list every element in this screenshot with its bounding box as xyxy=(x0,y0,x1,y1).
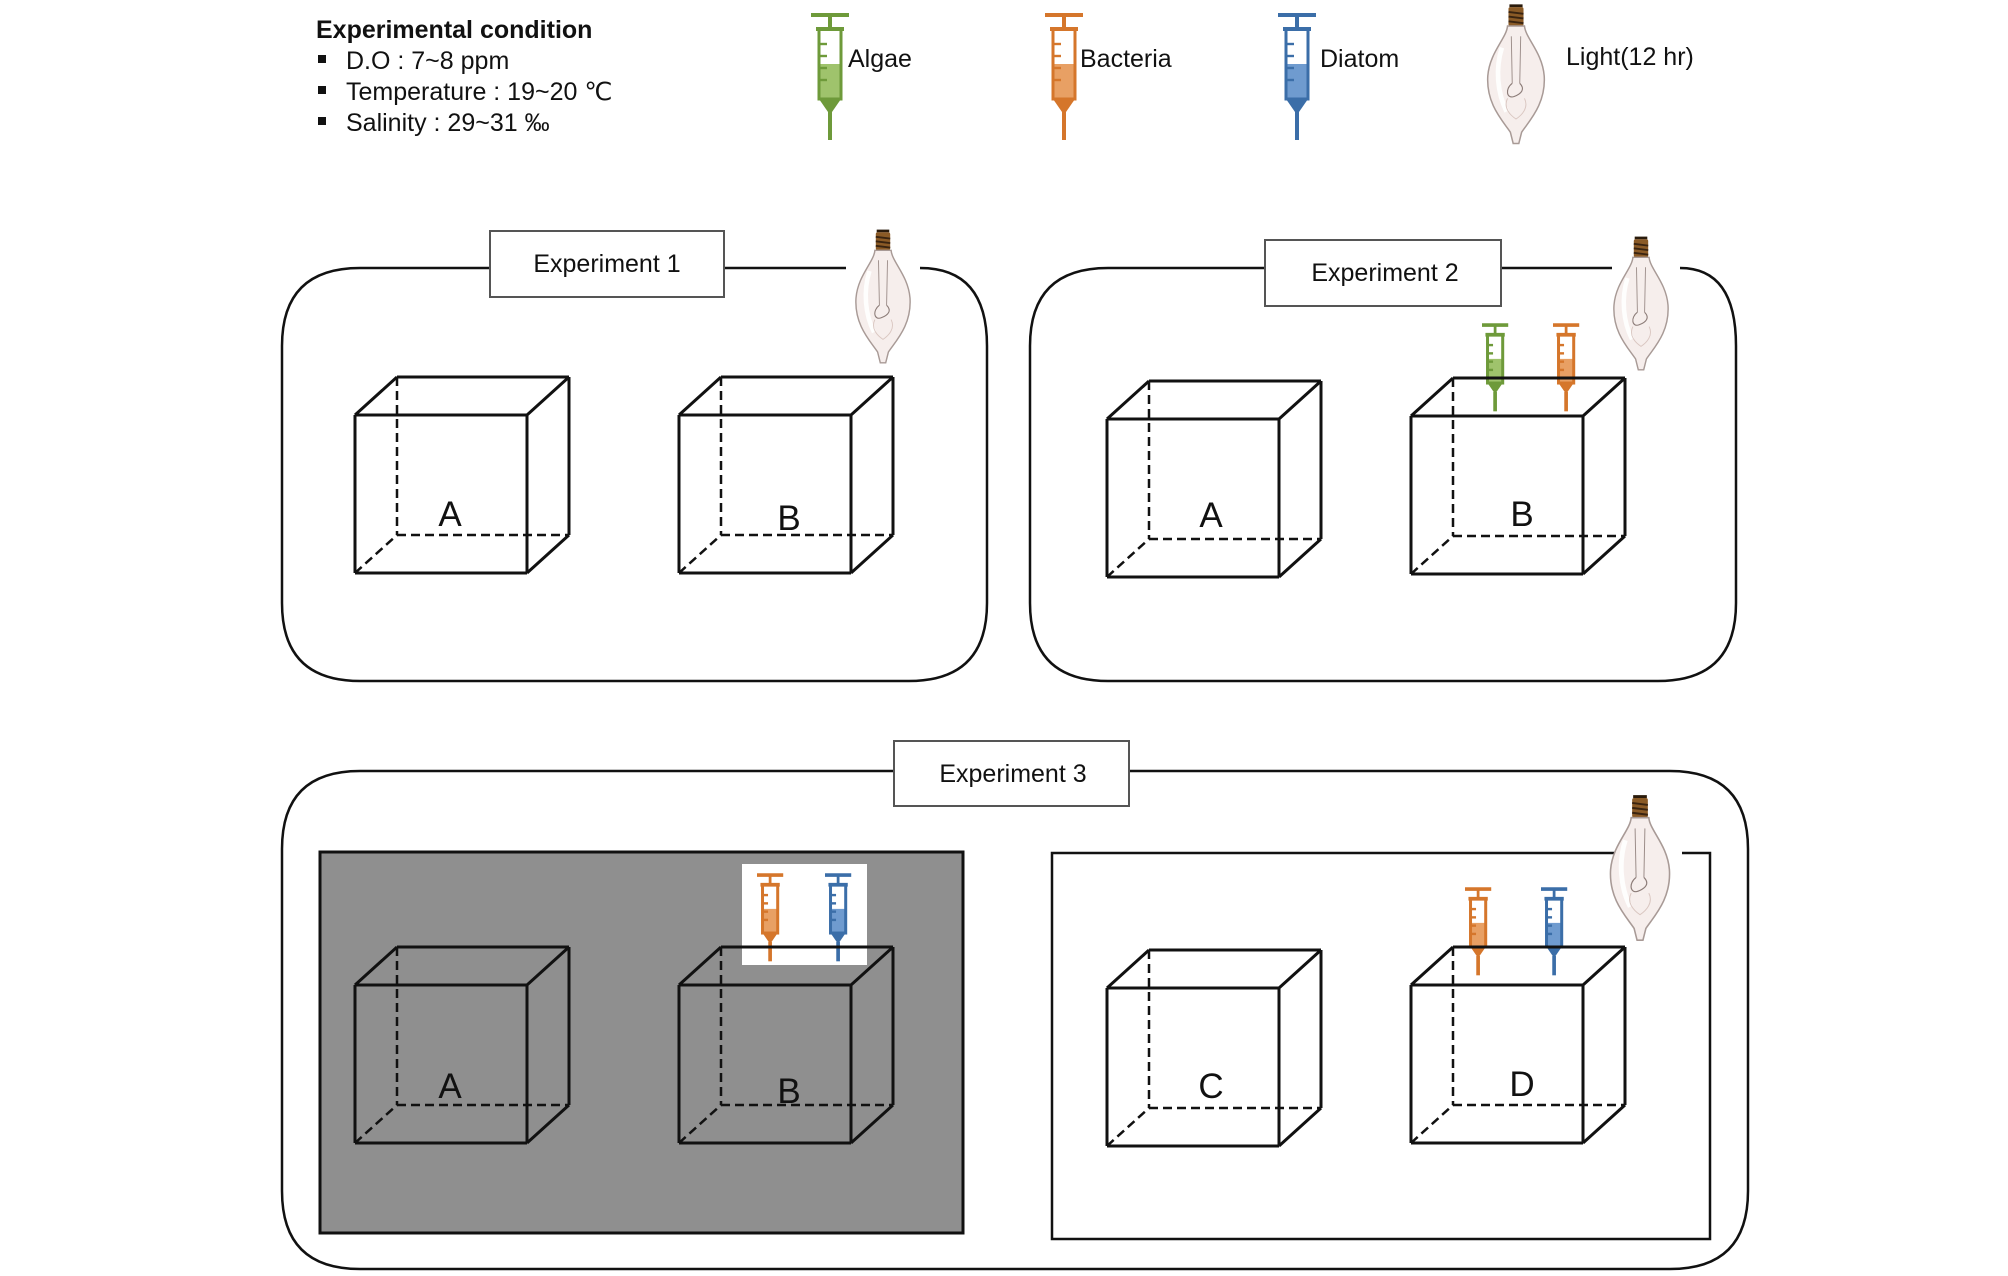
tank-hidden-edge xyxy=(1410,1104,1454,1144)
tank-edge xyxy=(525,375,571,417)
tank-edge xyxy=(677,375,723,417)
tank-d: D xyxy=(1409,945,1627,1145)
tank-a: A xyxy=(1105,379,1323,579)
bullet xyxy=(318,86,326,94)
tank-edge xyxy=(1277,379,1323,421)
experiment-2-panel: Experiment 2 A B xyxy=(1028,237,1738,683)
tank-hidden-edge xyxy=(1106,538,1150,578)
legend-bacteria-label: Bacteria xyxy=(1080,45,1172,73)
tank-edge xyxy=(849,375,895,417)
tank-edge xyxy=(1277,537,1323,579)
experiment-3-panel: Experiment 3 A B C D xyxy=(280,740,1750,1271)
tank-b: B xyxy=(677,945,895,1145)
experiment-2-frame xyxy=(1028,266,1738,683)
condition-do: D.O : 7~8 ppm xyxy=(346,47,509,75)
tank-a: A xyxy=(353,375,571,575)
tank-hidden-edge xyxy=(1106,1107,1150,1147)
tank-label: B xyxy=(777,1072,800,1111)
bacteria-syringe-icon xyxy=(1045,13,1083,140)
tank-edge xyxy=(525,1103,571,1145)
bullet xyxy=(318,55,326,63)
tank-edge xyxy=(525,945,571,987)
tank-edge xyxy=(525,533,571,575)
tank-hidden-edge xyxy=(1410,535,1454,575)
algae-syringe-icon xyxy=(1482,323,1509,412)
tank-hidden-edge xyxy=(678,534,722,574)
legend: Algae Bacteria Diatom Light(12 hr) xyxy=(811,4,1694,143)
algae-syringe-icon xyxy=(811,13,849,140)
legend-algae-label: Algae xyxy=(848,45,912,73)
diatom-syringe-icon xyxy=(1541,887,1568,976)
experiment-1-label: Experiment 1 xyxy=(533,250,680,278)
bacteria-syringe-icon xyxy=(757,873,784,962)
tank-edge xyxy=(1581,534,1627,576)
experiment-2-label: Experiment 2 xyxy=(1311,259,1458,287)
bacteria-syringe-icon xyxy=(1553,323,1580,412)
tank-edge xyxy=(1277,948,1323,990)
diatom-syringe-icon xyxy=(825,873,852,962)
condition-block: Experimental condition D.O : 7~8 ppm Tem… xyxy=(316,16,612,137)
condition-title: Experimental condition xyxy=(316,16,592,44)
tank-edge xyxy=(677,945,723,987)
experiment-3-frame xyxy=(280,769,1750,1271)
bullet xyxy=(318,117,326,125)
experiment-1-frame xyxy=(280,266,989,683)
tank-label: A xyxy=(438,495,462,534)
light-bulb-icon xyxy=(1614,237,1668,370)
tank-edge xyxy=(849,533,895,575)
tank-label: C xyxy=(1198,1067,1223,1106)
tank-label: B xyxy=(777,499,800,538)
legend-light-label: Light(12 hr) xyxy=(1566,43,1694,71)
tank-edge xyxy=(1581,376,1627,418)
tank-b: B xyxy=(1409,376,1627,576)
light-bulb-icon xyxy=(1488,4,1545,143)
light-bulb-icon xyxy=(856,230,910,363)
tank-edge xyxy=(1409,945,1455,987)
tank-label: D xyxy=(1509,1065,1534,1104)
condition-temperature: Temperature : 19~20 ℃ xyxy=(346,78,612,106)
tank-label: B xyxy=(1510,495,1533,534)
legend-diatom-label: Diatom xyxy=(1320,45,1399,73)
tank-hidden-edge xyxy=(354,1104,398,1144)
tank-edge xyxy=(353,375,399,417)
diatom-syringe-icon xyxy=(1278,13,1316,140)
tank-hidden-edge xyxy=(354,534,398,574)
light-bulb-icon xyxy=(1610,795,1669,940)
experiment-3-label: Experiment 3 xyxy=(939,760,1086,788)
light-condition-panel xyxy=(1050,851,1712,1241)
tank-hidden-edge xyxy=(678,1104,722,1144)
tank-edge xyxy=(1409,376,1455,418)
syringe-backdrop xyxy=(742,864,867,965)
tank-edge xyxy=(849,945,895,987)
experiment-2-label-box xyxy=(1264,239,1502,307)
experiment-3-label-box xyxy=(893,740,1130,807)
condition-salinity: Salinity : 29~31 ‰ xyxy=(346,109,550,137)
tank-edge xyxy=(1581,945,1627,987)
experiment-1-panel: Experiment 1 A B xyxy=(280,230,989,683)
tank-edge xyxy=(1105,948,1151,990)
tank-edge xyxy=(1277,1106,1323,1148)
tank-label: A xyxy=(1199,496,1223,535)
tank-a: A xyxy=(353,945,571,1145)
tank-c: C xyxy=(1105,948,1323,1148)
tank-b: B xyxy=(677,375,895,575)
experiment-1-label-box xyxy=(489,230,725,298)
tank-edge xyxy=(353,945,399,987)
bacteria-syringe-icon xyxy=(1465,887,1492,976)
tank-edge xyxy=(849,1103,895,1145)
tank-edge xyxy=(1581,1103,1627,1145)
tank-edge xyxy=(1105,379,1151,421)
tank-label: A xyxy=(438,1067,462,1106)
